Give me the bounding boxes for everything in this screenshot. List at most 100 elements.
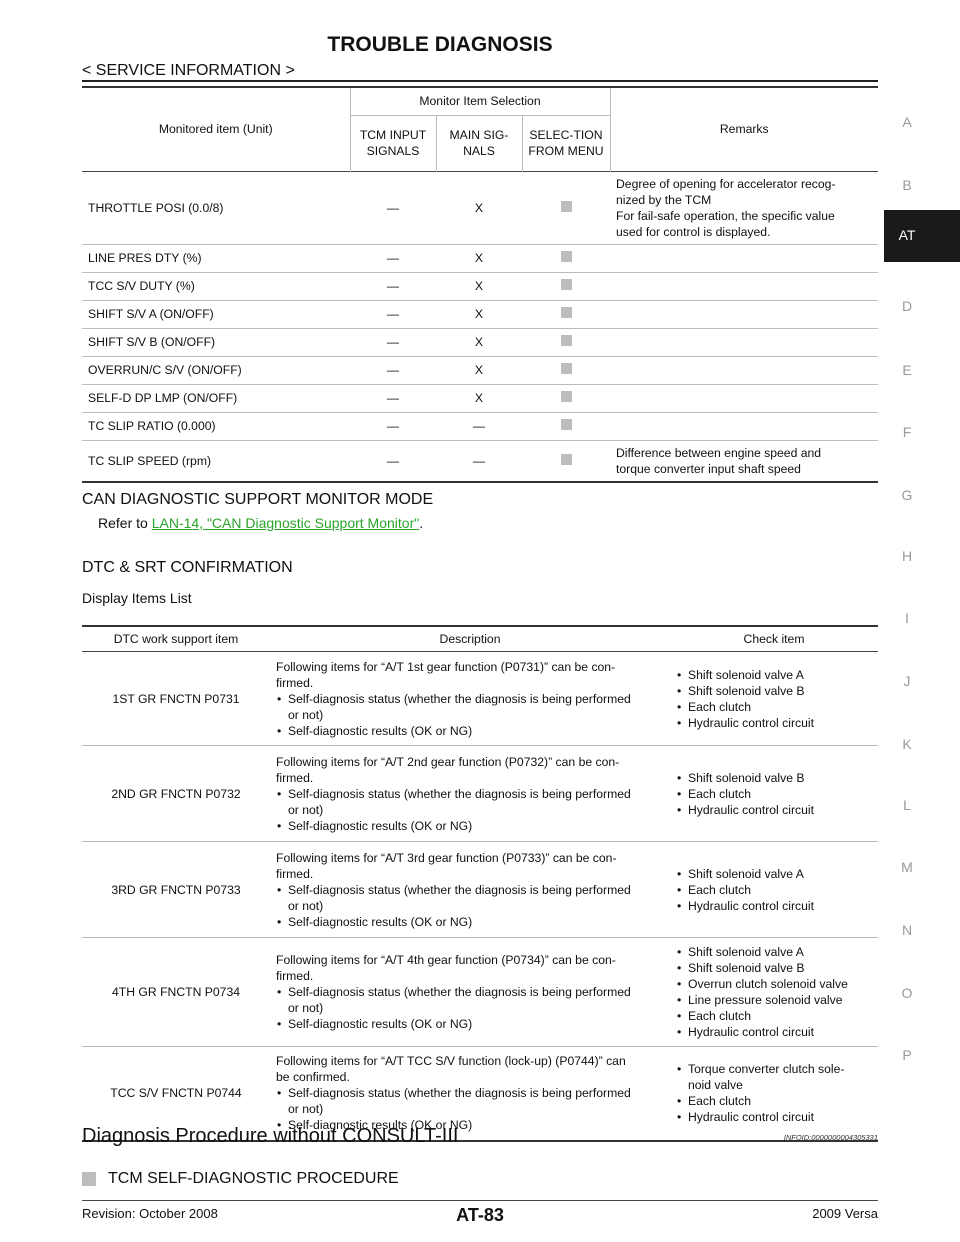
monitor-row: SHIFT S/V B (ON/OFF)—X (82, 327, 878, 356)
side-index-letter[interactable]: J (903, 673, 911, 689)
description-bullet: Self-diagnostic results (OK or NG) (276, 1016, 664, 1032)
tcm-input-mark: — (350, 355, 436, 384)
description-bullets: Self-diagnosis status (whether the diagn… (276, 691, 664, 739)
selection-cell (522, 439, 610, 483)
can-reference-link[interactable]: LAN-14, "CAN Diagnostic Support Monitor" (151, 515, 420, 531)
main-signal-mark: X (436, 243, 522, 272)
check-line: Shift solenoid valve B (688, 961, 805, 975)
dtc-heading: DTC & SRT CONFIRMATION (82, 559, 293, 576)
description-bullet: Self-diagnosis status (whether the diagn… (276, 691, 664, 723)
check-list: Shift solenoid valve BEach clutchHydraul… (676, 770, 872, 818)
description-bullet: Self-diagnosis status (whether the diagn… (276, 882, 664, 914)
col-tcm-input: TCM INPUT SIGNALS (349, 114, 436, 171)
dtc-description: Following items for “A/T 4th gear functi… (270, 937, 670, 1047)
description-bullets: Self-diagnosis status (whether the diagn… (276, 786, 664, 834)
monitored-item-name: SELF-D DP LMP (ON/OFF) (82, 383, 350, 412)
description-line: firmed. (276, 675, 314, 690)
dtc-item-name: TCC S/V FNCTN P0744 (82, 1046, 270, 1142)
side-index-letter[interactable]: N (901, 922, 913, 938)
check-item: Each clutch (676, 786, 872, 802)
check-line: Shift solenoid valve A (688, 945, 804, 959)
side-index-letter[interactable]: K (902, 736, 912, 752)
description-bullets: Self-diagnosis status (whether the diagn… (276, 882, 664, 930)
dtc-description: Following items for “A/T TCC S/V functio… (270, 1046, 670, 1142)
monitored-item-name: TCC S/V DUTY (%) (82, 271, 350, 300)
bullet-line: or not) (288, 1001, 324, 1015)
ref-suffix: . (419, 515, 424, 531)
check-item: Overrun clutch solenoid valve (676, 976, 872, 992)
description-bullet: Self-diagnostic results (OK or NG) (276, 914, 664, 930)
main-signal-mark: X (436, 170, 522, 244)
dtc-check-items: Shift solenoid valve AEach clutchHydraul… (670, 841, 878, 938)
tcm-input-mark: — (350, 383, 436, 412)
main-signal-mark: — (436, 439, 522, 483)
selection-cell (522, 411, 610, 440)
check-list: Torque converter clutch sole-noid valveE… (676, 1061, 872, 1125)
monitored-item-name: TC SLIP RATIO (0.000) (82, 411, 350, 440)
check-list: Shift solenoid valve A Shift solenoid val… (676, 944, 872, 1040)
side-index-active-label: AT (898, 227, 916, 243)
side-index-letter[interactable]: L (903, 797, 911, 813)
description-line: firmed. (276, 770, 314, 785)
selection-cell (522, 243, 610, 272)
main-signal-mark: X (436, 383, 522, 412)
check-item: Hydraulic control circuit (676, 1024, 872, 1040)
bullet-line: or not) (288, 802, 324, 817)
description-line: Following items for “A/T 3rd gear functi… (276, 850, 617, 865)
monitor-row: OVERRUN/C S/V (ON/OFF)—X (82, 355, 878, 384)
check-list: Shift solenoid valve AEach clutchHydraul… (676, 866, 872, 914)
side-index-letter[interactable]: B (902, 177, 912, 193)
main-signal-mark: X (436, 355, 522, 384)
side-index-letter[interactable]: H (901, 548, 913, 564)
side-index-letter[interactable]: G (901, 487, 913, 503)
remarks-cell (610, 243, 878, 272)
dtc-description: Following items for “A/T 2nd gear functi… (270, 745, 670, 842)
selection-cell (522, 170, 610, 244)
description-bullets: Self-diagnosis status (whether the diagn… (276, 1085, 664, 1133)
check-item: Shift solenoid valve B (676, 683, 872, 699)
side-index-letter[interactable]: D (901, 298, 913, 314)
col-dtc-item: DTC work support item (82, 625, 270, 652)
selection-cell (522, 383, 610, 412)
col-monitor-selection: Monitor Item Selection (349, 86, 610, 115)
side-index-letter[interactable]: F (902, 424, 912, 440)
check-line: Shift solenoid valve A (688, 667, 804, 682)
main-signal-mark: X (436, 299, 522, 328)
check-line: Each clutch (688, 1094, 752, 1109)
tcm-input-mark: — (350, 271, 436, 300)
page-title: TROUBLE DIAGNOSIS (327, 33, 553, 56)
dtc-row: 2ND GR FNCTN P0732 Following items for “A… (82, 745, 878, 842)
remarks-cell (610, 271, 878, 300)
bullet-line: or not) (288, 707, 324, 722)
monitor-item-table: Monitored item (Unit) Monitor Item Selec… (82, 86, 878, 483)
check-line: Each clutch (688, 1009, 752, 1023)
remarks-line: Degree of opening for accelerator recog- (616, 176, 836, 191)
description-line: Following items for “A/T 2nd gear functi… (276, 754, 620, 769)
col-selection-menu: SELEC-TION FROM MENU (521, 114, 610, 171)
side-index-active-tab[interactable]: AT (884, 210, 960, 262)
check-line: Line pressure solenoid valve (688, 993, 843, 1007)
selection-square-icon (560, 279, 572, 290)
description-bullet: Self-diagnostic results (OK or NG) (276, 1117, 664, 1133)
check-item: Shift solenoid valve A (676, 866, 872, 882)
check-item: Shift solenoid valve B (676, 960, 872, 976)
side-index-letter[interactable]: I (905, 610, 909, 626)
check-item: Shift solenoid valve B (676, 770, 872, 786)
side-index-letter[interactable]: O (901, 985, 913, 1001)
side-index-letter[interactable]: E (902, 362, 912, 378)
monitor-row: TC SLIP SPEED (rpm)——Difference between … (82, 439, 878, 483)
side-index-letter[interactable]: P (902, 1047, 912, 1063)
selection-square-icon (560, 200, 572, 212)
side-index-letter[interactable]: A (902, 114, 912, 130)
bullet-line: Self-diagnosis status (whether the diagn… (288, 882, 631, 897)
side-index-letter[interactable]: M (901, 859, 913, 875)
bullet-line: Self-diagnostic results (OK or NG) (288, 1118, 473, 1133)
description-bullet: Self-diagnosis status (whether the diagn… (276, 786, 664, 818)
dtc-item-name: 2ND GR FNCTN P0732 (82, 745, 270, 842)
description-line: Following items for “A/T 4th gear functi… (276, 953, 616, 967)
page-number: AT-83 (456, 1205, 504, 1225)
monitor-row: TCC S/V DUTY (%)—X (82, 271, 878, 300)
